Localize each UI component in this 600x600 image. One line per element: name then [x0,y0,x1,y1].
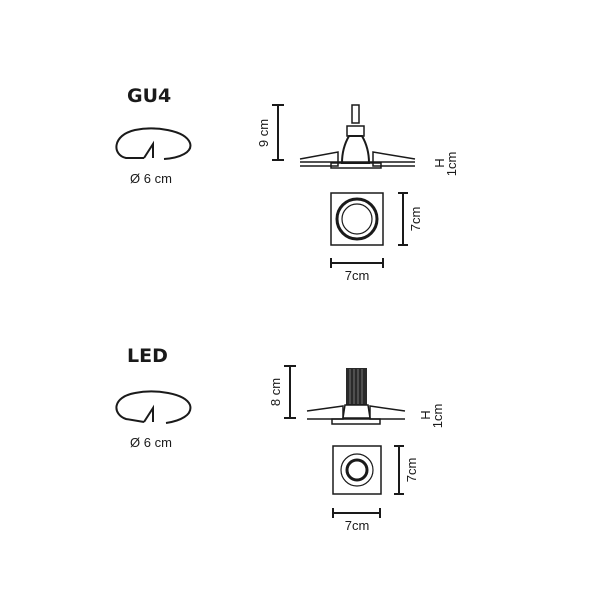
height-label: 8 cm [268,378,283,406]
fixture-top-view [330,192,384,246]
cutout-icon [115,390,192,424]
depth-label: 7cm [408,207,423,232]
fixture-side-view [306,368,406,425]
fixture-top-view [332,445,382,495]
variant-led: LED Ø 6 cm 8 cm H 1cm [115,345,445,533]
cutout-icon [115,127,192,160]
variant-gu4: GU4 Ø 6 cm 9 cm H 1cm [115,85,459,283]
width-dimension: 7cm [332,508,381,533]
depth-dimension: 7cm [398,192,423,246]
flange-height-label: 1cm [430,404,445,429]
flange-dimension: H 1cm [418,404,445,429]
cutout-diameter-label: Ø 6 cm [130,435,172,450]
flange-dimension: H 1cm [432,152,459,177]
variant-title: GU4 [127,85,171,107]
depth-dimension: 7cm [394,445,419,495]
height-dimension: 9 cm [256,104,284,161]
depth-label: 7cm [404,458,419,483]
width-label: 7cm [345,518,370,533]
width-label: 7cm [345,268,370,283]
flange-marker: H [418,410,433,419]
variant-title: LED [127,345,168,367]
height-dimension: 8 cm [268,365,296,419]
cutout-diameter-label: Ø 6 cm [130,171,172,186]
flange-marker: H [432,158,447,167]
width-dimension: 7cm [330,258,384,283]
height-label: 9 cm [256,119,271,147]
flange-height-label: 1cm [444,152,459,177]
fixture-side-view [299,104,416,169]
